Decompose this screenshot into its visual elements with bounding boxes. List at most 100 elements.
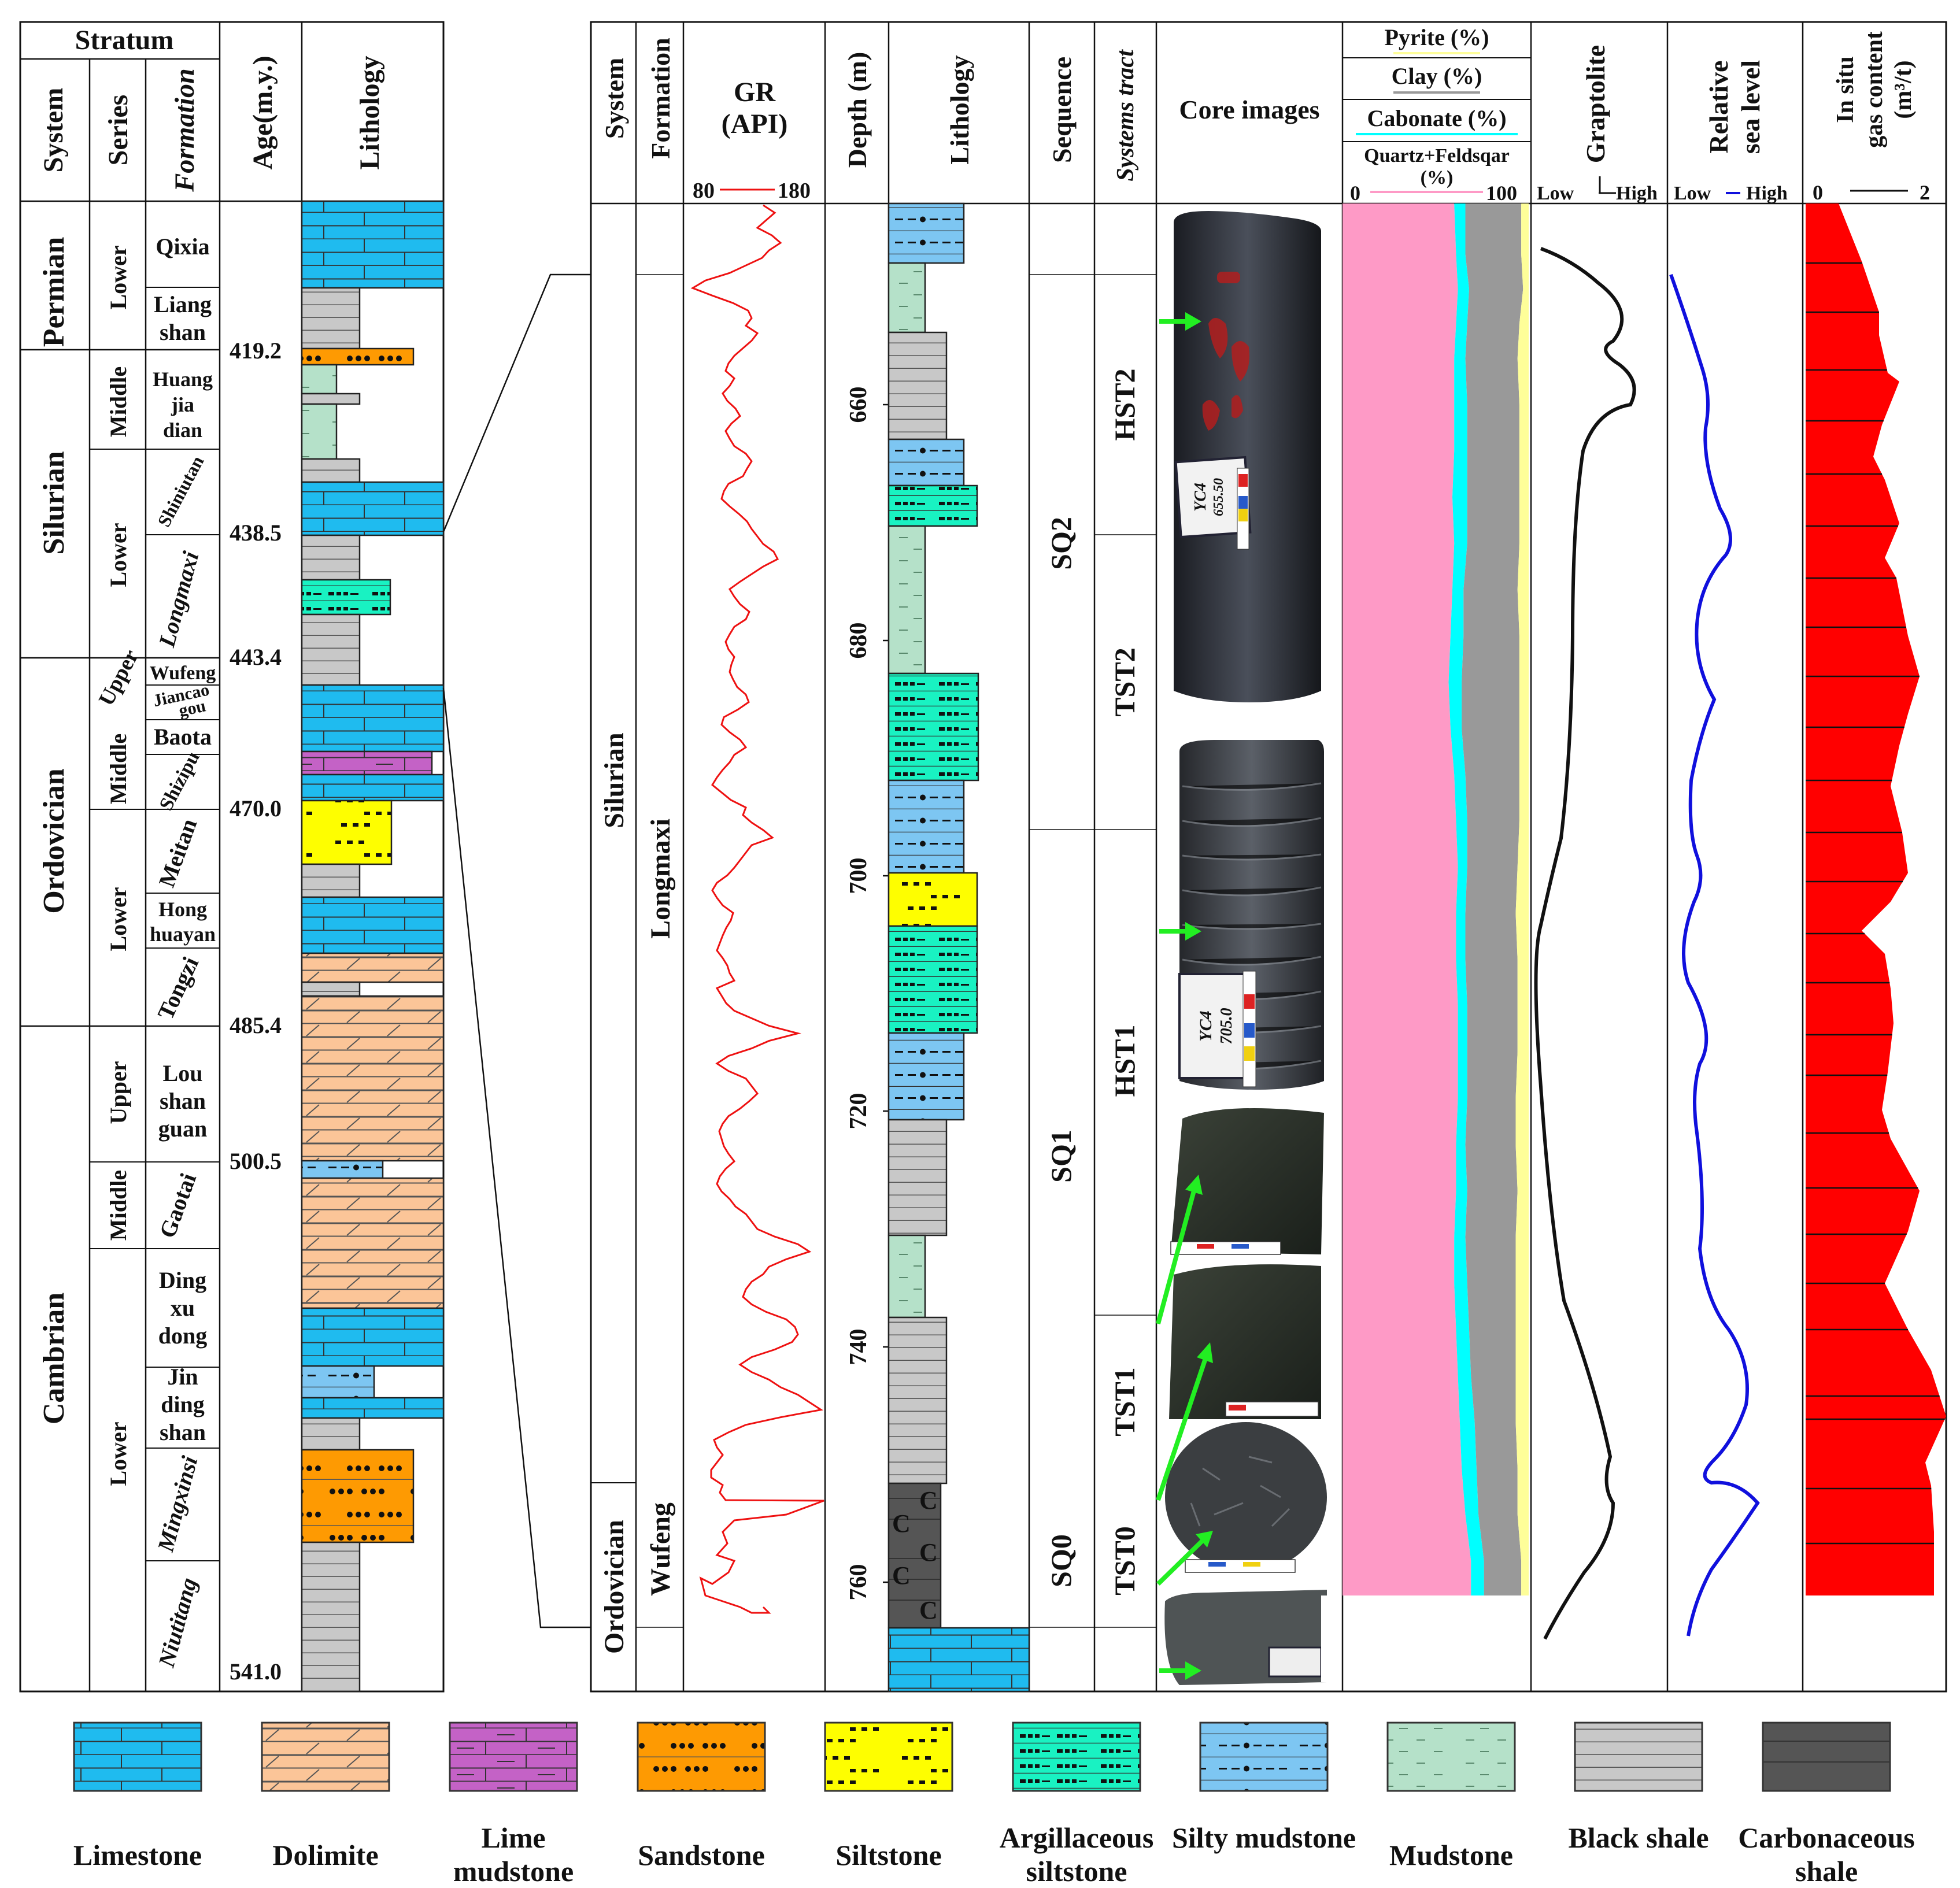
mineral-composition-chart [1343,203,1529,1595]
well-litho-limestone [887,1627,1030,1693]
svg-text:C: C [892,1509,911,1538]
quartz-header: Quartz+Feldsqar(%) [1364,145,1510,188]
sea-level-trace [1669,274,1760,1637]
right-system-header: System [600,58,629,139]
litho-blackshale [301,1541,361,1693]
legend-swatch-limemud [449,1722,578,1792]
legend-label-mudstone: Mudstone [1389,1839,1513,1871]
scale-bar-3 [1170,1241,1281,1255]
left-formation-baota: Baota [154,724,212,750]
gr-log-curve [690,204,824,1614]
mineral-scale-max: 100 [1486,182,1517,205]
graptolite-low: Low [1537,183,1574,204]
well-litho-siltymud [887,202,965,264]
gas-content-area [1806,203,1946,1595]
litho-blackshale [301,613,361,686]
gr-scale-max: 180 [778,179,811,203]
legend-swatch-dolomite [261,1722,390,1792]
pyrite-area [1515,203,1529,1595]
graptolite-high: High [1616,183,1658,204]
left-formation-header: Formation [169,68,200,192]
right-formation-header: Formation [646,38,675,159]
litho-argsilt [301,579,391,616]
litho-limestone [301,896,445,954]
legend-label-carbshale: Carbonaceous shale [1738,1822,1915,1887]
right-lithology-header: Lithology [945,55,974,164]
left-series: Lower [105,887,131,951]
age-label: 419.2 [230,338,282,364]
litho-limestone [301,200,445,289]
tract-tst1: TST1 [1108,1367,1141,1437]
litho-sandstone [301,1449,415,1543]
well-litho-mudstone [887,1234,926,1319]
litho-dolomite [301,1177,445,1309]
right-formation-longmaxi: Longmaxi [645,819,676,939]
well-litho-mudstone [887,525,926,675]
core-label-2-line2: 705.0 [1218,1008,1236,1045]
core-label-2-line1: YC4 [1196,1010,1215,1041]
age-label: 438.5 [230,520,282,546]
left-lithology-header: Lithology [354,55,385,169]
litho-blackshale [301,458,361,483]
gas-content-chart [1806,203,1946,1595]
scale-bar-5 [1185,1559,1296,1573]
well-litho-carbshale [887,1482,942,1629]
age-label: 500.5 [230,1148,282,1174]
gas-header-1: In situ [1832,56,1859,123]
well-litho-siltstone [887,872,978,927]
litho-blackshale [301,287,361,350]
left-system-silurian: Silurian [38,451,71,554]
carbonate-header: Cabonate (%) [1367,105,1506,131]
litho-siltymud [301,1365,375,1399]
well-litho-mudstone [887,262,926,334]
left-series: Middle [105,1170,131,1241]
pyrite-header: Pyrite (%) [1384,24,1489,50]
litho-siltymud [301,1160,384,1179]
clay-header: Clay (%) [1392,63,1482,89]
svg-text:C: C [919,1538,938,1567]
litho-blackshale [301,981,361,997]
left-series: Lower [105,523,131,587]
legend-swatch-limestone [73,1722,202,1792]
left-formation-qixia: Qixia [156,234,209,260]
legend-label-sandstone: Sandstone [638,1839,765,1871]
legend-swatch-argsilt [1012,1722,1141,1792]
legend-swatch-sandstone [637,1722,766,1792]
gas-scale-max: 2 [1920,181,1930,204]
depth-tick: 700 [845,858,872,894]
sea-level-header-2: sea level [1736,60,1765,154]
litho-mudstone [301,364,338,395]
core-label-1-line2: 655.50 [1211,478,1226,516]
litho-blackshale [301,1417,361,1451]
core-image-5 [1165,1422,1327,1572]
tract-hst1: HST1 [1108,1024,1141,1097]
gr-header-line2: (API) [722,109,788,139]
core-images: YC4 655.50 YC4 705.0 [1156,211,1327,1685]
well-litho-argsilt [887,484,978,527]
left-series: Middle [105,734,131,804]
left-age-header: Age(m.y.) [247,55,278,169]
depth-tick: 660 [845,387,872,423]
age-label: 470.0 [230,795,282,821]
depth-tick: 760 [845,1564,872,1601]
litho-blackshale [301,534,361,581]
well-litho-argsilt [887,925,978,1034]
legend-label-dolomite: Dolimite [272,1839,379,1871]
graptolite-trace [1534,247,1636,1640]
depth-header: Depth (m) [842,52,872,168]
legend-label-blackshale: Black shale [1568,1822,1709,1854]
age-label: 485.4 [230,1012,282,1038]
legend-label-argsilt: Argillaceous siltstone [999,1822,1154,1887]
core-label-1: YC4 655.50 [1174,456,1252,550]
left-system-ordovician: Ordovician [38,768,71,913]
left-series: Lower [105,1421,131,1486]
age-label: 443.4 [230,644,282,670]
legend-swatch-siltymud [1199,1722,1329,1792]
legend-swatch-mudstone [1386,1722,1516,1792]
legend-label-siltstone: Siltstone [835,1839,942,1871]
